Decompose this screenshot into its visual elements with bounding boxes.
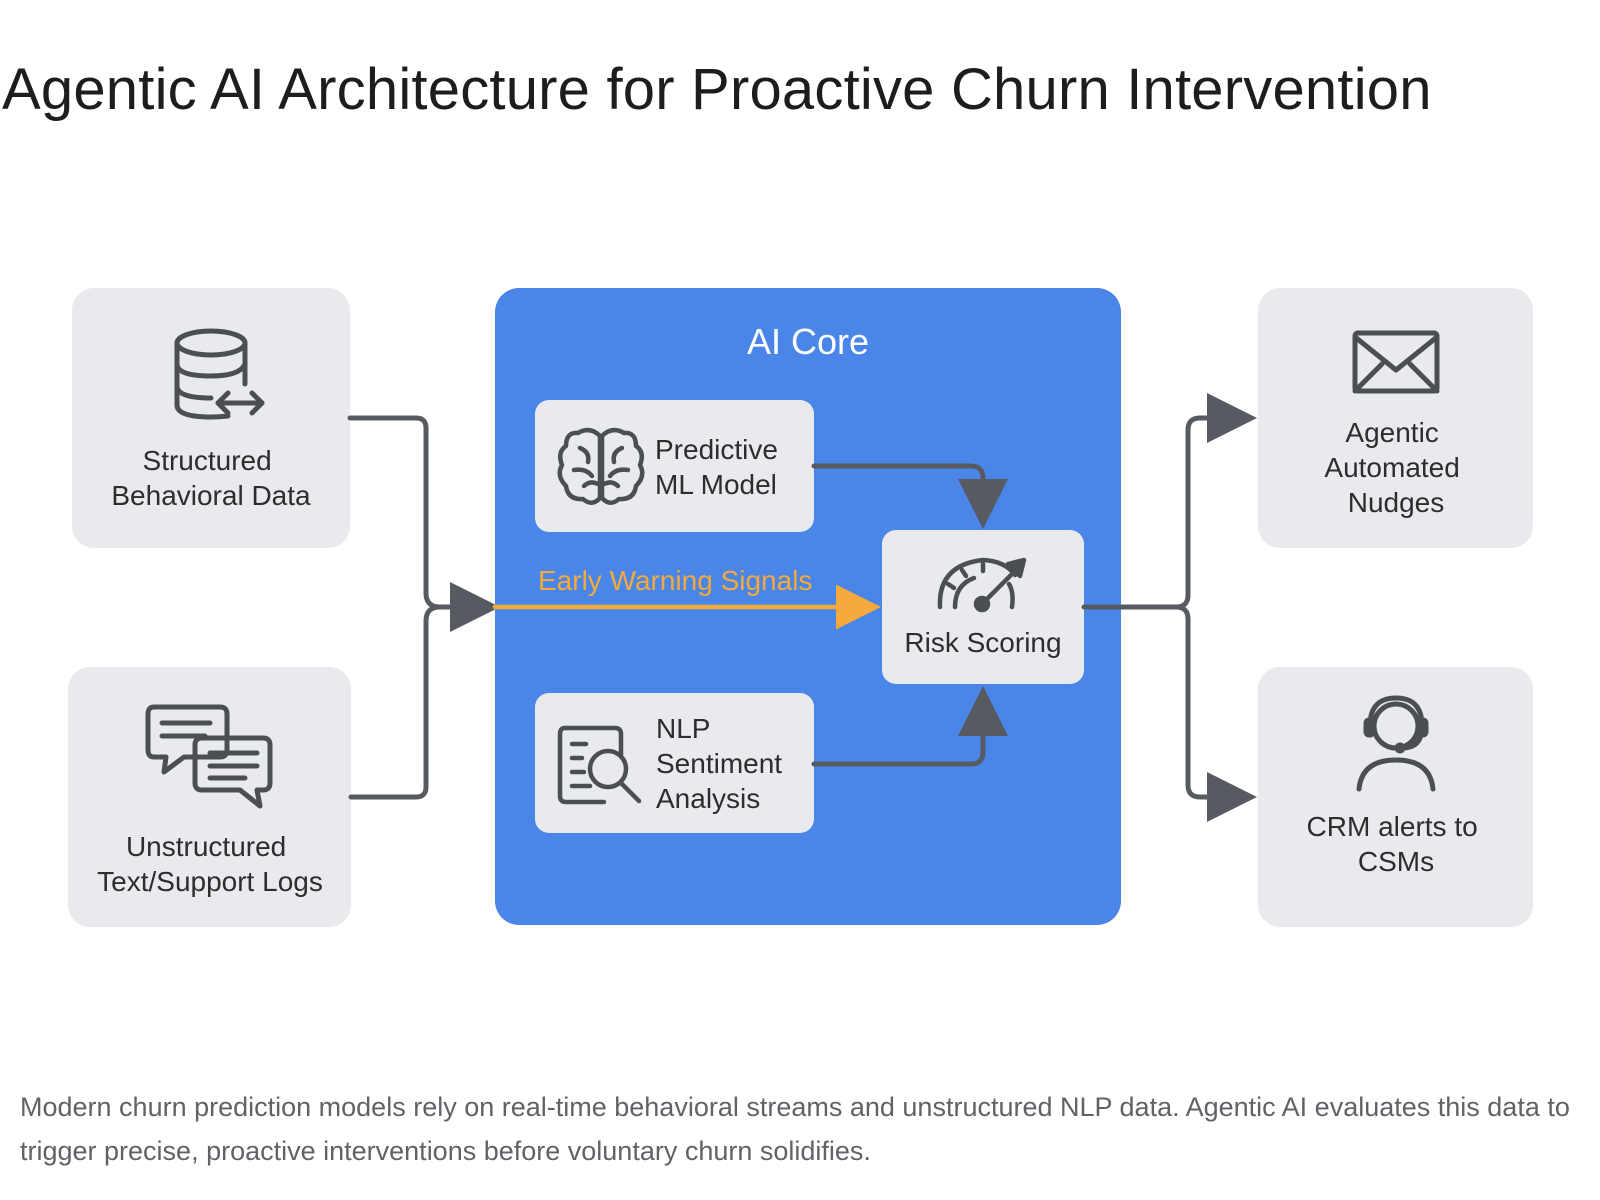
unstructured-label-line-1: Unstructured <box>126 831 286 862</box>
risk-scoring-card: Risk Scoring <box>882 530 1084 684</box>
gauge-icon <box>937 557 1027 613</box>
database-sync-icon <box>174 328 265 420</box>
structured-label-line-1: Structured <box>143 445 272 476</box>
nlp-label-line-2: Sentiment <box>656 748 782 779</box>
predictive-label-line-1: Predictive <box>655 434 778 465</box>
unstructured-logs-card: Unstructured Text/Support Logs <box>68 667 351 927</box>
unstructured-label-line-2: Text/Support Logs <box>97 866 323 897</box>
core-connectors <box>811 463 1008 767</box>
early-warning-label: Early Warning Signals <box>538 565 812 596</box>
diagram-caption: Modern churn prediction models rely on r… <box>20 1092 1570 1166</box>
svg-text:Predictive ML Model: Predictive ML Model <box>655 434 786 500</box>
svg-text:Agentic Automated: Agentic Automated Nudges <box>1324 417 1467 518</box>
predictive-label-line-2: ML Model <box>655 469 777 500</box>
brain-icon <box>557 427 645 505</box>
predictive-model-card: Predictive ML Model <box>535 400 814 532</box>
crm-label-line-1: CRM alerts to <box>1307 811 1478 842</box>
chat-bubbles-icon <box>145 704 273 809</box>
svg-text:CRM alerts to CSMs: CRM alerts to CSMs <box>1307 811 1486 877</box>
structured-label-line-2: Behavioral Data <box>111 480 311 511</box>
svg-text:NLP Sentiment Anal: NLP Sentiment Analysis <box>656 713 790 814</box>
nlp-analysis-card: NLP Sentiment Analysis <box>535 693 814 833</box>
nlp-label-line-3: Analysis <box>656 783 760 814</box>
nudges-label-line-3: Nudges <box>1348 487 1445 518</box>
risk-scoring-label: Risk Scoring <box>904 627 1061 658</box>
headset-agent-icon <box>1356 695 1436 792</box>
nudges-label-line-1: Agentic <box>1345 417 1438 448</box>
envelope-icon <box>1352 330 1440 394</box>
svg-text:Structured Behavioral Da: Structured Behavioral Data <box>111 445 311 511</box>
nudges-label-line-2: Automated <box>1324 452 1459 483</box>
svg-text:Unstructured Text/Suppor: Unstructured Text/Support Logs <box>97 831 323 897</box>
crm-label-line-2: CSMs <box>1358 846 1434 877</box>
ai-core-title: AI Core <box>747 321 869 362</box>
crm-alerts-card: CRM alerts to CSMs <box>1258 667 1533 927</box>
nlp-label-line-1: NLP <box>656 713 710 744</box>
automated-nudges-card: Agentic Automated Nudges <box>1258 288 1533 548</box>
page-title: Agentic AI Architecture for Proactive Ch… <box>2 57 1432 122</box>
output-connectors <box>1081 393 1257 822</box>
input-connectors <box>347 415 500 800</box>
structured-data-card: Structured Behavioral Data <box>72 288 350 548</box>
document-search-icon <box>557 725 642 805</box>
